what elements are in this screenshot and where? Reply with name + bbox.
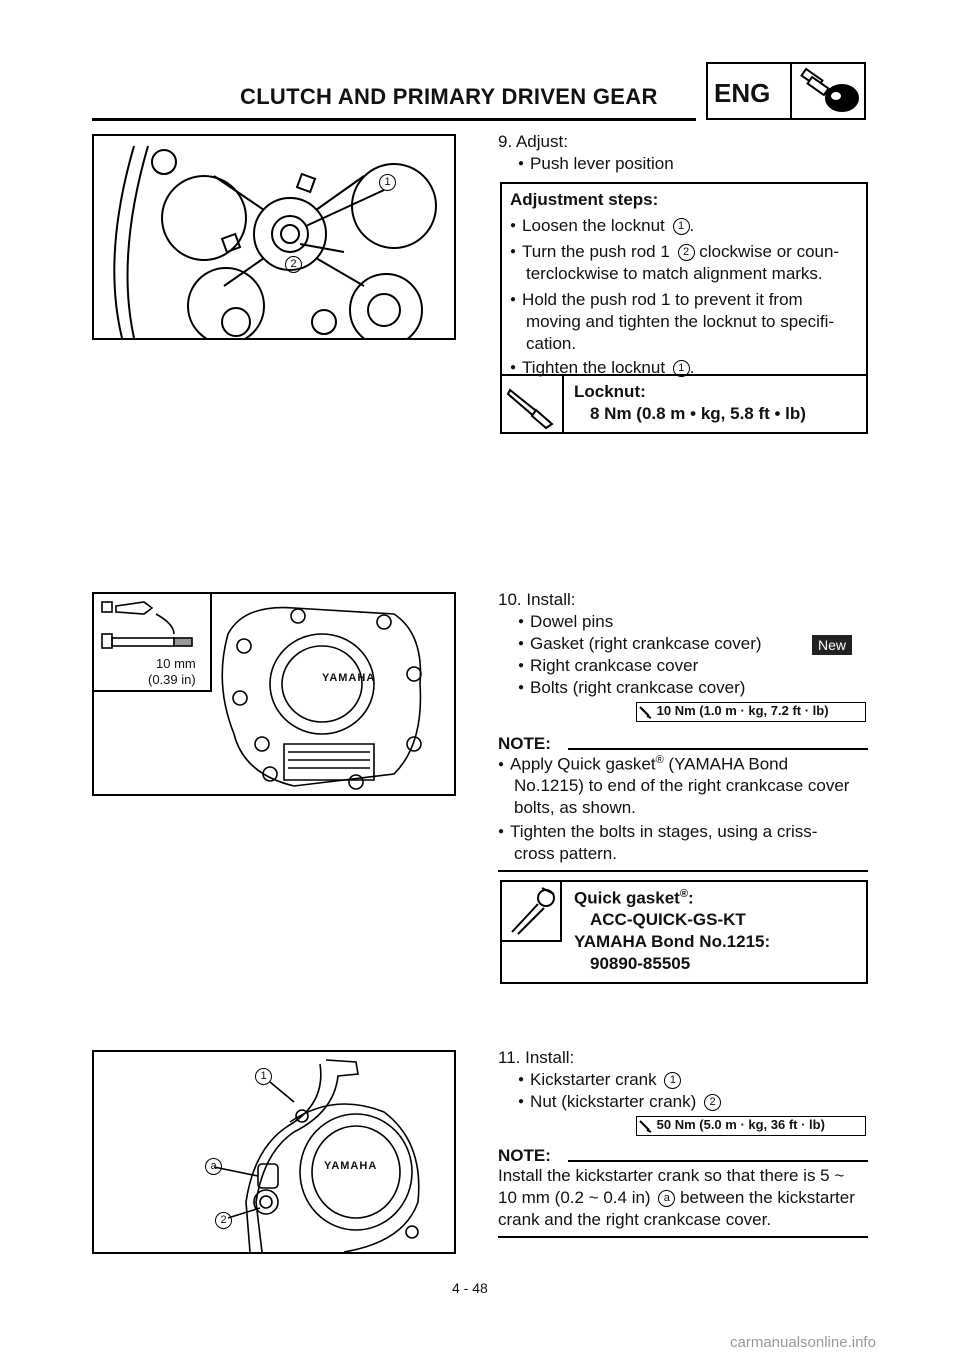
header-rule: [92, 118, 696, 121]
adjust-step-2-cont: terclockwise to match alignment marks.: [526, 264, 823, 283]
note-10-line-1: Apply Quick gasket® (YAMAHA Bond: [498, 754, 788, 775]
torque-wrench-icon-small: [637, 704, 653, 720]
note-11-line-2: 10 mm (0.2 ~ 0.4 in) a between the kicks…: [498, 1188, 855, 1208]
figure-kickstarter: YAMAHA 1 a 2: [92, 1050, 456, 1254]
step-11-item-2-text: Nut (kickstarter crank): [530, 1092, 697, 1111]
page-title: CLUTCH AND PRIMARY DRIVEN GEAR: [240, 84, 658, 109]
step-11-item-1-text: Kickstarter crank: [530, 1070, 657, 1089]
sealant-colon: :: [687, 888, 694, 908]
section-tag-divider: [790, 62, 792, 120]
sealant-name: Quick gasket: [574, 888, 680, 908]
adjust-step-1: Loosen the locknut 1.: [510, 216, 694, 236]
note-10-line-1b: (YAMAHA Bond: [668, 754, 789, 774]
callout-2-fig3: 2: [215, 1212, 232, 1229]
note-10-line-1a: Apply Quick gasket: [510, 754, 656, 774]
step-9-heading: 9. Adjust:: [498, 132, 568, 151]
torque-spec-10: 10 Nm (1.0 m · kg, 7.2 ft · lb): [636, 702, 866, 722]
sealant-divider-h: [500, 940, 562, 942]
adjust-step-3-cont: moving and tighten the locknut to specif…: [526, 312, 835, 331]
torque-spec-11: 50 Nm (5.0 m · kg, 36 ft · lb): [636, 1116, 866, 1136]
callout-1: 1: [379, 174, 396, 191]
step-10-item-3: Right crankcase cover: [518, 656, 698, 676]
callout-a-inline: a: [658, 1190, 676, 1208]
adjust-step-2: Turn the push rod 1 2 clockwise or coun-: [510, 242, 839, 262]
figure-push-lever: 1 2: [92, 134, 456, 340]
step-10-item-4: Bolts (right crankcase cover): [518, 678, 745, 698]
sealant-spec-1: Quick gasket®:: [574, 888, 694, 909]
torque-wrench-icon: [506, 388, 554, 430]
note-rule-top: [568, 748, 868, 750]
watermark: carmanualsonline.info: [730, 1334, 876, 1351]
registered-mark-b: ®: [679, 888, 688, 900]
step-10-heading: 10. Install:: [498, 590, 576, 609]
step-10-item-1: Dowel pins: [518, 612, 613, 632]
note-10-line-3: bolts, as shown.: [514, 798, 636, 817]
callout-2-inline-11: 2: [704, 1094, 722, 1112]
dimension-label-in: (0.39 in): [148, 672, 196, 687]
callout-1-inline-11: 1: [664, 1072, 682, 1090]
note-rule-bottom-11: [498, 1236, 868, 1238]
note-title-10: NOTE:: [498, 734, 551, 753]
note-10-line-4: Tighten the bolts in stages, using a cri…: [498, 822, 817, 842]
page-number: 4 - 48: [452, 1280, 488, 1296]
note-title-11: NOTE:: [498, 1146, 551, 1165]
torque-wrench-icon-small-2: [637, 1118, 653, 1134]
note-rule-top-11: [568, 1160, 868, 1162]
note-11-line-2a: 10 mm (0.2 ~ 0.4 in): [498, 1188, 651, 1207]
adjust-step-2-text-b: clockwise or coun-: [699, 242, 840, 261]
section-tag: ENG: [714, 78, 771, 108]
sealant-spec-2: YAMAHA Bond No.1215:: [574, 932, 771, 951]
note-11-line-2b: between the kickstarter: [680, 1188, 855, 1207]
adjust-step-1-text: Loosen the locknut: [522, 216, 665, 235]
spec-divider: [500, 374, 868, 376]
torque-spec-11-text: 50 Nm (5.0 m · kg, 36 ft · lb): [656, 1117, 825, 1132]
note-10-line-5: cross pattern.: [514, 844, 617, 863]
section-tag-box: [706, 62, 866, 120]
sealant-part-1: ACC-QUICK-GS-KT: [590, 910, 746, 929]
bolt-detail-inset: [94, 594, 212, 692]
callout-a-fig3: a: [205, 1158, 222, 1175]
dimension-label: 10 mm: [156, 656, 196, 671]
step-11-item-2: Nut (kickstarter crank) 2: [518, 1092, 722, 1112]
callout-1-fig3: 1: [255, 1068, 272, 1085]
note-10-line-2: No.1215) to end of the right crankcase c…: [514, 776, 850, 795]
step-11-heading: 11. Install:: [498, 1048, 575, 1067]
step-9-item: Push lever position: [518, 154, 674, 174]
callout-2: 2: [285, 256, 302, 273]
adjust-step-3-cont2: cation.: [526, 334, 577, 353]
new-badge: New: [812, 635, 853, 655]
callout-2-inline: 2: [677, 244, 695, 262]
spec-locknut-label: Locknut:: [574, 382, 646, 401]
adjust-step-4: Tighten the locknut 1.: [510, 358, 695, 378]
adjust-step-4-text: Tighten the locknut: [522, 358, 666, 377]
step-10-item-2: Gasket (right crankcase cover): [518, 634, 761, 654]
yamaha-logo-text: YAMAHA: [322, 672, 376, 684]
registered-mark: ®: [655, 754, 664, 766]
sealant-tool-icon: [511, 887, 555, 935]
yamaha-logo-text-2: YAMAHA: [324, 1160, 378, 1172]
adjust-step-2-text: Turn the push rod 1: [522, 242, 670, 261]
spec-divider-v: [562, 374, 564, 434]
note-rule-bottom: [498, 870, 868, 872]
step-11-item-1: Kickstarter crank 1: [518, 1070, 682, 1090]
adjustment-steps-title: Adjustment steps:: [510, 190, 659, 209]
callout-1-inline: 1: [672, 218, 690, 236]
note-11-line-3: crank and the right crankcase cover.: [498, 1210, 772, 1229]
spec-locknut-value: 8 Nm (0.8 m • kg, 5.8 ft • lb): [590, 404, 806, 423]
sealant-part-2: 90890-85505: [590, 954, 691, 973]
figure-crankcase-cover: YAMAHA 10 mm (0.39 in): [92, 592, 456, 796]
adjust-step-3: Hold the push rod 1 to prevent it from: [510, 290, 860, 310]
engine-icon: [800, 67, 859, 112]
torque-spec-10-text: 10 Nm (1.0 m · kg, 7.2 ft · lb): [656, 703, 829, 718]
sealant-divider-v: [560, 880, 562, 942]
note-11-line-1: Install the kickstarter crank so that th…: [498, 1166, 845, 1185]
